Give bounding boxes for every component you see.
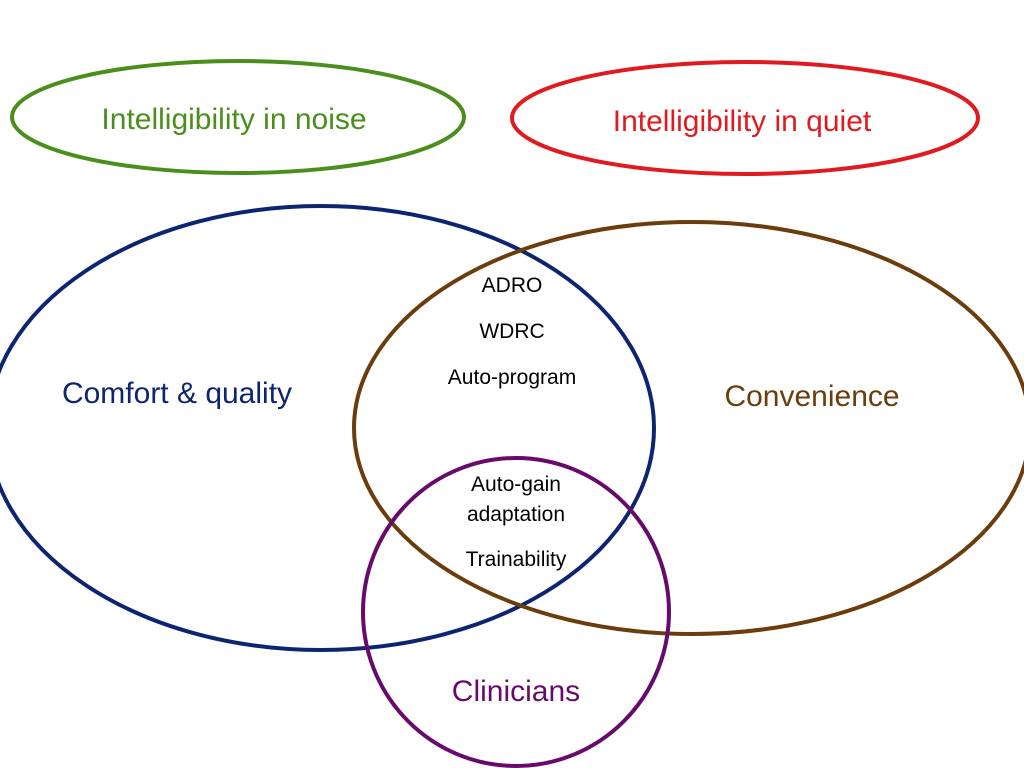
intelligibility-noise-label: Intelligibility in noise — [101, 103, 366, 136]
triple-overlap-adaptation: adaptation — [467, 503, 565, 526]
overlap-item-wdrc: WDRC — [479, 320, 544, 343]
clinicians-label: Clinicians — [452, 675, 580, 708]
convenience-label: Convenience — [724, 380, 899, 413]
intelligibility-quiet-label: Intelligibility in quiet — [613, 105, 872, 138]
overlap-item-auto-program: Auto-program — [448, 366, 576, 389]
intelligibility-quiet-oval — [510, 60, 980, 176]
triple-overlap-trainability: Trainability — [466, 548, 567, 571]
clinicians-ellipse — [361, 456, 671, 768]
convenience-ellipse — [352, 220, 1024, 636]
triple-overlap-auto-gain: Auto-gain — [471, 473, 561, 496]
comfort-quality-ellipse — [0, 204, 656, 652]
overlap-item-adro: ADRO — [482, 274, 543, 297]
comfort-quality-label: Comfort & quality — [62, 377, 292, 410]
intelligibility-noise-oval — [10, 59, 466, 175]
